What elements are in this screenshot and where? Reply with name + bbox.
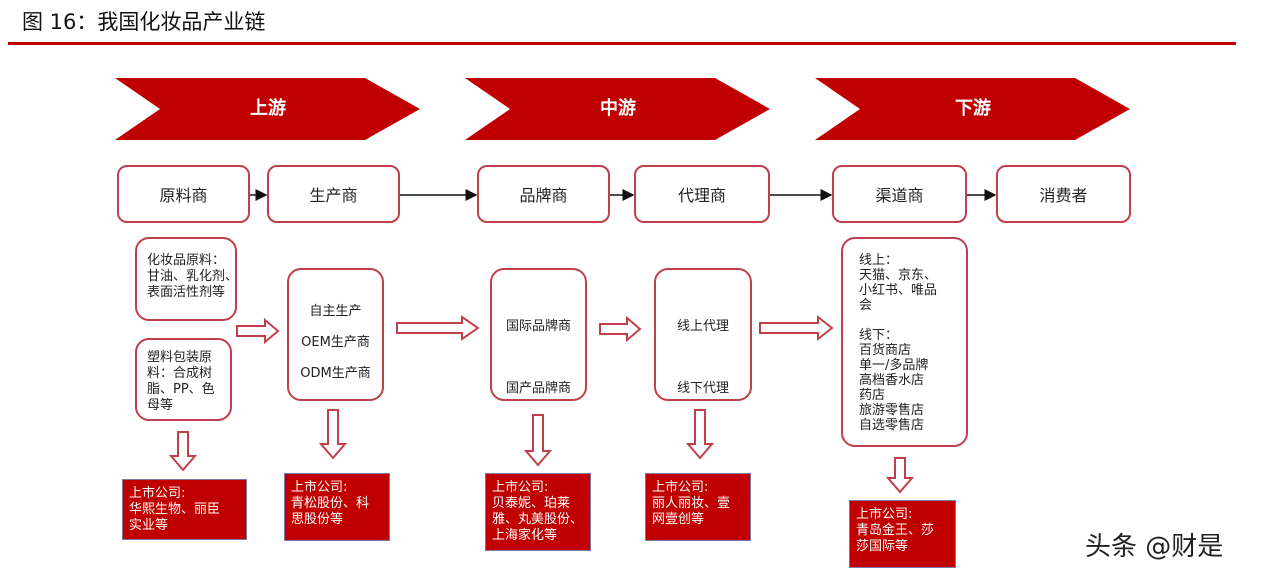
detail-line: 小红书、唯品 [859, 283, 938, 298]
detail-line: 自选零售店 [859, 418, 925, 433]
detail-line: 天猫、京东、 [859, 268, 938, 283]
listed-companies-brand: 上市公司: 贝泰妮、珀莱 雅、丸美股份、 上海家化等 [485, 473, 591, 551]
title-rule [8, 42, 1236, 45]
detail-line: 线上代理 [676, 319, 729, 334]
hollow-arrow-right [599, 315, 642, 343]
stage-chevron-upstream [115, 78, 420, 140]
detail-line: 甘油、乳化剂、 [147, 269, 239, 284]
stage-chevron-downstream [815, 78, 1130, 140]
detail-line: ODM生产商 [300, 366, 371, 381]
detail-spacer [859, 313, 966, 328]
hollow-arrow-down [885, 457, 915, 494]
detail-line: 会 [859, 298, 873, 313]
hollow-arrow-down [168, 431, 198, 472]
node-producer: 生产商 [267, 165, 400, 223]
hollow-arrow-down [318, 409, 348, 460]
listed-line: 网壹创等 [652, 512, 705, 527]
listed-line: 上市公司: [856, 507, 913, 522]
hollow-arrow-down [685, 409, 715, 460]
node-agent: 代理商 [634, 165, 770, 223]
hollow-arrow-right [236, 317, 280, 345]
detail-line: 旅游零售店 [859, 403, 925, 418]
detail-raw-cosmetic: 化妆品原料： 甘油、乳化剂、 表面活性剂等 [135, 237, 239, 321]
detail-raw-packaging: 塑料包装原 料：合成树 脂、PP、色 母等 [135, 338, 232, 421]
listed-line: 思股份等 [291, 512, 344, 527]
listed-companies-channel: 上市公司: 青岛金王、莎 莎国际等 [849, 500, 956, 568]
watermark: 头条 @财是 [1085, 532, 1224, 562]
listed-line: 莎国际等 [856, 539, 909, 554]
node-consumer: 消费者 [996, 165, 1131, 223]
listed-line: 贝泰妮、珀莱 [492, 496, 571, 511]
node-brand: 品牌商 [477, 165, 610, 223]
detail-line: 自主生产 [309, 304, 362, 319]
detail-agent: 线上代理 线下代理 [654, 268, 752, 401]
detail-line: 百货商店 [859, 343, 912, 358]
detail-line: 料：合成树 [147, 366, 213, 381]
detail-channel: 线上： 天猫、京东、 小红书、唯品 会 线下： 百货商店 单一/多品牌 高档香水… [841, 237, 968, 447]
detail-line: 线上： [859, 253, 899, 268]
listed-line: 丽人丽妆、壹 [652, 496, 731, 511]
stage-label-downstream: 下游 [955, 98, 991, 119]
listed-line: 上市公司: [652, 480, 709, 495]
stage-label-midstream: 中游 [600, 98, 636, 119]
hollow-arrow-right [396, 315, 480, 341]
detail-brand: 国际品牌商 国产品牌商 [490, 268, 587, 401]
listed-companies-agent: 上市公司: 丽人丽妆、壹 网壹创等 [645, 473, 751, 541]
detail-line: OEM生产商 [301, 335, 370, 350]
detail-line: 化妆品原料： [147, 253, 226, 268]
detail-line: 单一/多品牌 [859, 358, 929, 373]
figure-title: 图 16：我国化妆品产业链 [22, 10, 266, 34]
listed-line: 实业等 [129, 518, 169, 533]
detail-line: 母等 [147, 398, 174, 413]
detail-line: 药店 [859, 388, 886, 403]
hollow-arrow-down [523, 414, 553, 467]
detail-producer: 自主生产 OEM生产商 ODM生产商 [287, 268, 384, 401]
listed-line: 上市公司: [492, 480, 549, 495]
listed-line: 上市公司: [129, 486, 186, 501]
listed-line: 雅、丸美股份、 [492, 512, 584, 527]
node-raw-material: 原料商 [117, 165, 250, 223]
listed-line: 青岛金王、莎 [856, 523, 935, 538]
detail-line: 脂、PP、色 [147, 382, 215, 397]
listed-line: 青松股份、科 [291, 496, 370, 511]
detail-line: 线下： [859, 328, 899, 343]
listed-line: 上市公司: [291, 480, 348, 495]
detail-line: 国际品牌商 [505, 319, 571, 334]
detail-line: 国产品牌商 [505, 381, 571, 396]
listed-companies-producer: 上市公司: 青松股份、科 思股份等 [284, 473, 390, 541]
detail-line: 表面活性剂等 [147, 285, 226, 300]
listed-line: 上海家化等 [492, 528, 558, 543]
detail-line: 塑料包装原 [147, 350, 213, 365]
stage-label-upstream: 上游 [250, 98, 286, 119]
listed-companies-raw: 上市公司: 华熙生物、丽臣 实业等 [122, 479, 247, 540]
node-channel: 渠道商 [832, 165, 967, 223]
listed-line: 华熙生物、丽臣 [129, 502, 221, 517]
detail-line: 线下代理 [676, 381, 729, 396]
stage-chevron-midstream [465, 78, 770, 140]
detail-line: 高档香水店 [859, 373, 925, 388]
hollow-arrow-right [759, 314, 834, 342]
